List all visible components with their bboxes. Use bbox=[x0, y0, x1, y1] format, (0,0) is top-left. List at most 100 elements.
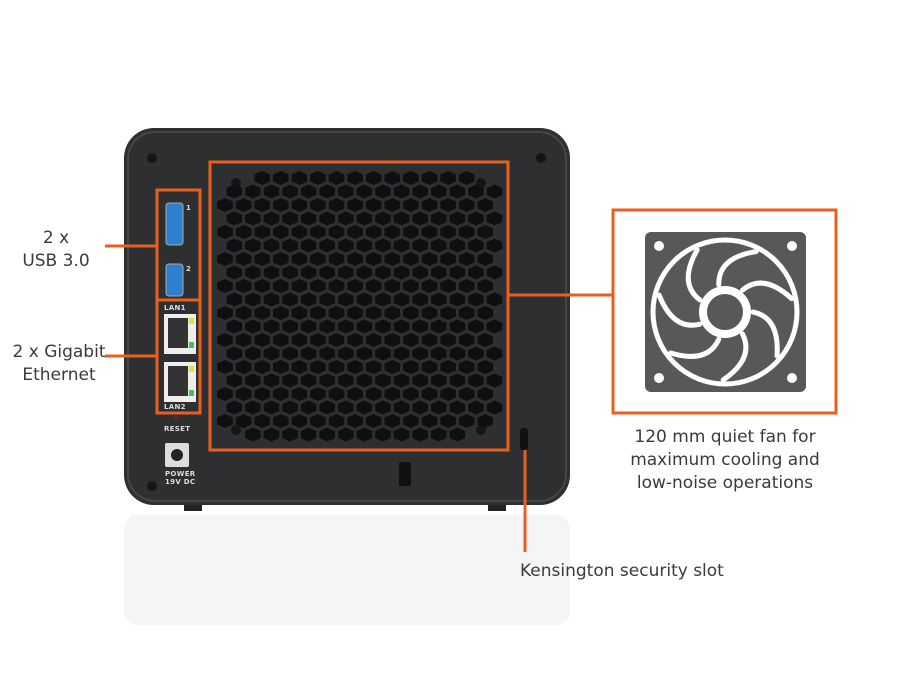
grille-hole bbox=[468, 211, 484, 226]
grille-hole bbox=[263, 211, 280, 226]
grille-hole bbox=[458, 279, 475, 293]
grille-hole bbox=[421, 252, 438, 266]
grille-hole bbox=[263, 400, 280, 415]
grille-hole bbox=[421, 306, 438, 320]
grille-hole bbox=[412, 265, 428, 280]
grille-hole bbox=[254, 171, 270, 185]
grille-hole bbox=[365, 198, 382, 212]
grille-hole bbox=[421, 387, 438, 401]
latch bbox=[399, 462, 411, 486]
grille-hole bbox=[235, 306, 252, 320]
grille-hole bbox=[273, 387, 289, 401]
usb-callout: 2 x USB 3.0 bbox=[0, 227, 112, 273]
grille-hole bbox=[440, 414, 456, 428]
grille-hole bbox=[384, 387, 401, 401]
grille-hole bbox=[393, 319, 410, 334]
usb-label-2: 2 bbox=[186, 265, 192, 273]
grille-hole bbox=[440, 333, 456, 347]
grille-hole bbox=[319, 238, 335, 253]
grille-hole bbox=[310, 387, 326, 401]
grille-hole bbox=[300, 184, 317, 199]
grille-hole bbox=[375, 400, 391, 415]
grille-hole bbox=[338, 292, 354, 307]
grille-hole bbox=[273, 414, 289, 428]
grille-hole bbox=[347, 252, 363, 266]
grille-hole bbox=[273, 225, 289, 239]
grille-hole bbox=[403, 252, 419, 266]
fan-callout-line2: maximum cooling and bbox=[630, 450, 820, 470]
grille-hole bbox=[440, 252, 456, 266]
grille-hole bbox=[431, 346, 447, 361]
grille-hole bbox=[412, 292, 428, 307]
grille-hole bbox=[235, 279, 252, 293]
grille-hole bbox=[217, 252, 233, 266]
grille-hole bbox=[458, 387, 475, 401]
grille-hole bbox=[486, 238, 503, 253]
grille-hole bbox=[254, 225, 270, 239]
grille-hole bbox=[449, 346, 466, 361]
grille-hole bbox=[356, 373, 373, 388]
ethernet-callout: 2 x Gigabit Ethernet bbox=[0, 341, 118, 387]
grille-hole bbox=[245, 292, 261, 307]
grille-hole bbox=[217, 198, 233, 212]
fan-blade bbox=[668, 336, 722, 359]
grille-hole bbox=[254, 387, 270, 401]
grille-hole bbox=[384, 414, 401, 428]
grille-hole bbox=[384, 252, 401, 266]
grille-hole bbox=[254, 333, 270, 347]
grille-hole bbox=[458, 414, 475, 428]
grille-hole bbox=[217, 279, 233, 293]
grille-hole bbox=[468, 319, 484, 334]
grille-hole bbox=[217, 360, 233, 374]
grille-hole bbox=[477, 306, 493, 320]
grille-hole bbox=[328, 252, 345, 266]
grille-hole bbox=[468, 265, 484, 280]
grille-hole bbox=[412, 400, 428, 415]
grille-hole bbox=[440, 387, 456, 401]
grille-hole bbox=[310, 279, 326, 293]
grille-hole bbox=[486, 211, 503, 226]
grille-hole bbox=[273, 333, 289, 347]
grille-hole bbox=[263, 427, 280, 442]
fan-grille bbox=[217, 171, 503, 442]
grille-hole bbox=[282, 319, 298, 334]
grille-hole bbox=[431, 373, 447, 388]
grille-hole bbox=[235, 360, 252, 374]
grille-hole bbox=[421, 198, 438, 212]
grille-hole bbox=[393, 373, 410, 388]
grille-hole bbox=[254, 279, 270, 293]
grille-hole bbox=[310, 306, 326, 320]
grille-hole bbox=[291, 360, 308, 374]
grille-hole bbox=[338, 265, 354, 280]
grille-hole bbox=[338, 211, 354, 226]
grille-hole bbox=[310, 252, 326, 266]
power-label-line1: POWER bbox=[165, 470, 196, 478]
grille-hole bbox=[431, 292, 447, 307]
grille-hole bbox=[226, 400, 243, 415]
grille-hole bbox=[393, 238, 410, 253]
grille-hole bbox=[291, 225, 308, 239]
grille-hole bbox=[384, 198, 401, 212]
grille-hole bbox=[217, 414, 233, 428]
grille-hole bbox=[273, 198, 289, 212]
grille-hole bbox=[486, 373, 503, 388]
grille-hole bbox=[328, 306, 345, 320]
grille-hole bbox=[300, 292, 317, 307]
grille-hole bbox=[356, 427, 373, 442]
grille-hole bbox=[477, 225, 493, 239]
grille-hole bbox=[412, 238, 428, 253]
grille-hole bbox=[328, 198, 345, 212]
grille-hole bbox=[300, 238, 317, 253]
grille-hole bbox=[263, 292, 280, 307]
grille-hole bbox=[403, 171, 419, 185]
grille-hole bbox=[328, 414, 345, 428]
grille-hole bbox=[375, 346, 391, 361]
fan-callout-line1: 120 mm quiet fan for bbox=[634, 427, 816, 447]
grille-hole bbox=[282, 184, 298, 199]
fan-callout: 120 mm quiet fan for maximum cooling and… bbox=[610, 426, 840, 495]
grille-hole bbox=[421, 279, 438, 293]
grille-hole bbox=[347, 279, 363, 293]
grille-hole bbox=[449, 292, 466, 307]
lan2-label: LAN2 bbox=[164, 403, 186, 411]
grille-hole bbox=[291, 252, 308, 266]
